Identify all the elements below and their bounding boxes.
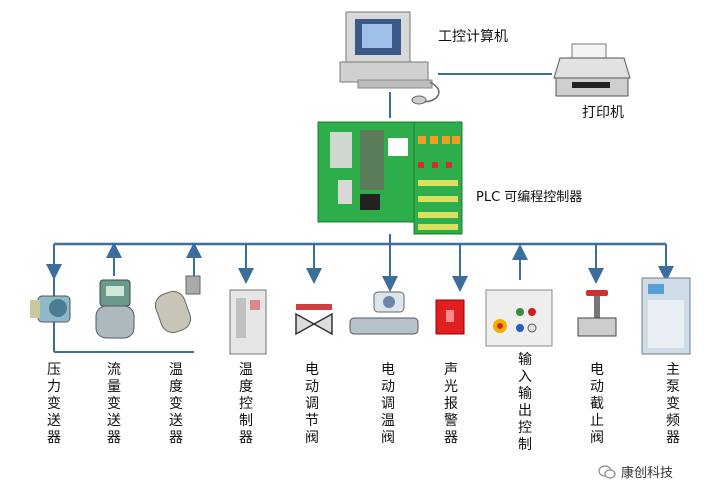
temperature-valve-icon	[349, 291, 419, 335]
plc-controller	[317, 121, 463, 235]
device-label-temp-trans: 温度变送器	[169, 362, 183, 446]
bus-drops	[46, 242, 674, 292]
device-label-pressure: 压力变送器	[47, 362, 61, 446]
vfd-icon	[641, 277, 691, 355]
computer-label: 工控计算机	[438, 29, 508, 45]
io-control-icon	[485, 289, 553, 347]
regulating-valve-icon	[295, 304, 333, 336]
device-label-valve-reg: 电动调节阀	[305, 362, 319, 446]
wechat-icon	[598, 464, 616, 479]
printer-label: 打印机	[582, 105, 624, 121]
brand-text: 康创科技	[621, 466, 674, 481]
device-label-temp-ctrl: 温度控制器	[239, 362, 253, 446]
pressure-transmitter-icon	[30, 295, 71, 323]
temperature-controller-icon	[229, 289, 267, 355]
temperature-transmitter-icon	[154, 275, 201, 334]
device-label-temp-valve: 电动调温阀	[381, 362, 395, 446]
plc-label: PLC 可编程控制器	[476, 190, 583, 205]
device-label-flow: 流量变送器	[107, 362, 121, 446]
shutoff-valve-icon	[577, 290, 617, 337]
alarm-icon	[435, 299, 465, 335]
industrial-computer	[339, 11, 440, 105]
device-label-alarm: 声光报警器	[444, 362, 458, 446]
device-label-vfd: 主泵变频器	[666, 362, 680, 446]
brand-watermark: 康创科技	[598, 462, 673, 481]
printer	[553, 43, 631, 97]
device-label-io: 输入输出控制	[518, 352, 532, 453]
flow-transmitter-icon	[95, 279, 135, 339]
device-label-shutoff: 电动截止阀	[590, 362, 604, 446]
